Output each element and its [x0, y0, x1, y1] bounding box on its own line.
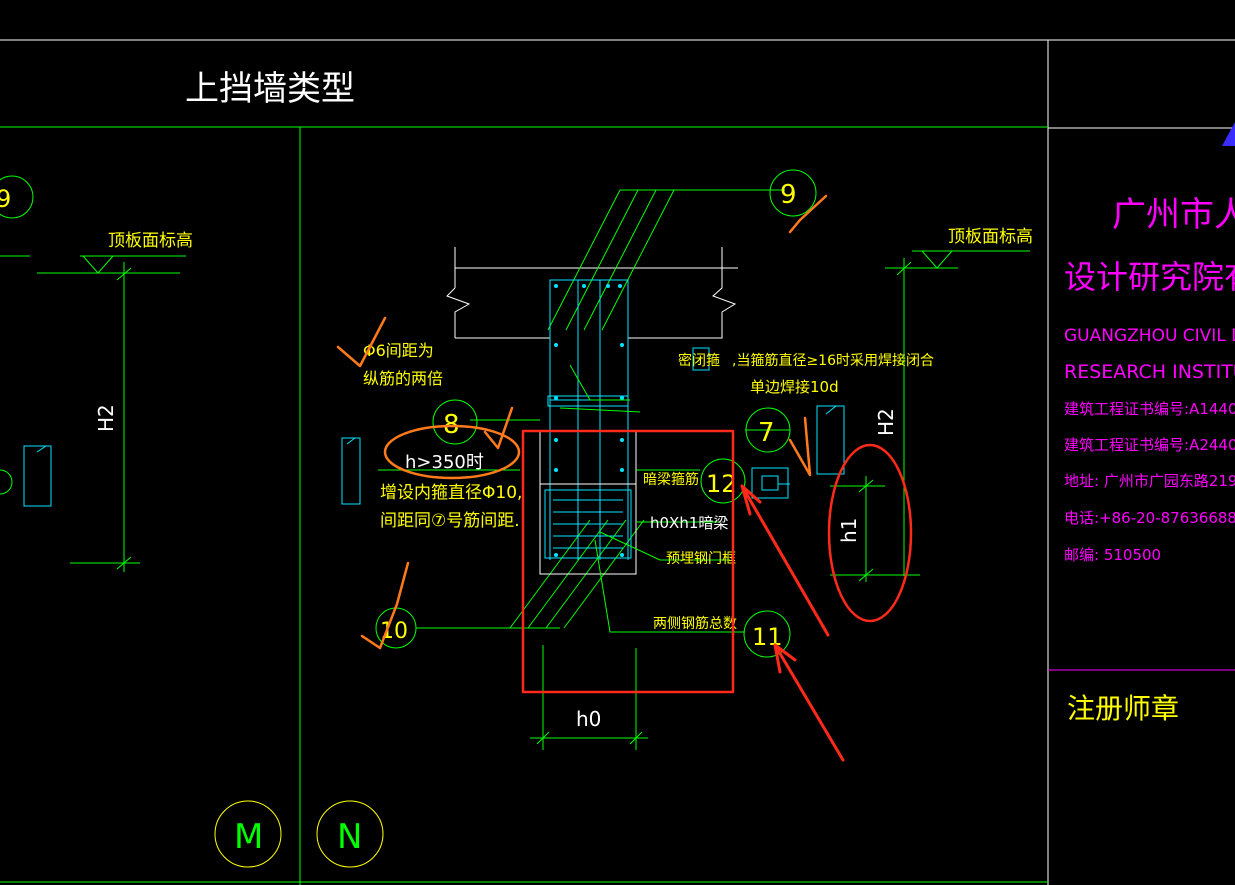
note-embedded-frame: 预埋钢门框	[666, 551, 736, 567]
note-closed-stirrup: 密闭箍	[678, 352, 720, 369]
postcode: 邮编: 510500	[1064, 546, 1161, 564]
stamp-label: 注册师章	[1067, 692, 1179, 725]
callout-9-left-label: 9	[0, 185, 11, 213]
note-h350: h>350时	[405, 452, 484, 473]
page-title: 上挡墙类型	[185, 69, 355, 109]
note-phi6-spacing-2: 纵筋的两倍	[363, 369, 443, 388]
note-hidden-beam: h0Xh1暗梁	[650, 514, 728, 532]
wall-section-detail	[341, 189, 845, 633]
company-name-2: 设计研究院有限	[1064, 258, 1235, 296]
company-name: 广州市人防	[1112, 195, 1235, 235]
callout-N: N	[337, 817, 362, 857]
note-hidden-beam-stirrup: 暗梁箍筋	[643, 471, 699, 488]
note-phi6-spacing: Φ6间距为	[363, 341, 434, 360]
callout-12: 12	[706, 470, 737, 498]
company-en-1: GUANGZHOU CIVIL DEF	[1064, 326, 1235, 346]
h1-label: h1	[837, 518, 861, 543]
note-rebar-total: 两侧钢筋总数	[653, 615, 737, 632]
markup-ellipse-h1	[827, 443, 913, 623]
cert-2: 建筑工程证书编号:A24400	[1064, 436, 1235, 454]
callout-M: M	[234, 817, 263, 857]
h0-label: h0	[576, 707, 601, 731]
top-slab-label-left: 顶板面标高	[108, 231, 193, 251]
review-markup	[336, 194, 913, 762]
callout-7: 7	[758, 418, 775, 448]
title-block: 广州市人防 设计研究院有限 GUANGZHOU CIVIL DEF RESEAR…	[1064, 122, 1235, 725]
markup-highlight-box	[521, 429, 735, 694]
callout-9-left	[0, 175, 34, 219]
left-partial-detail: 9 顶板面标高 H2	[0, 175, 193, 572]
company-logo-triangle	[1222, 122, 1235, 146]
drawing-frame	[0, 39, 1235, 885]
callout-9: 9	[780, 180, 797, 210]
company-en-2: RESEARCH INSTITU	[1064, 361, 1235, 383]
note-add-stirrup-2: 间距同⑦号筋间距.	[380, 511, 520, 531]
address: 地址: 广州市广园东路2193号	[1064, 472, 1235, 490]
markup-arrow-11	[773, 643, 845, 762]
top-slab-label-right: 顶板面标高	[948, 227, 1033, 247]
callout-10: 10	[380, 619, 408, 644]
note-add-stirrup: 增设内箍直径Φ10,	[380, 483, 522, 503]
note-weld: ,当箍筋直径≥16时采用焊接闭合	[732, 352, 934, 369]
cert-1: 建筑工程证书编号:A14400	[1064, 400, 1235, 418]
markup-arrow-12	[740, 484, 830, 637]
dimension-h0	[530, 645, 648, 750]
markup-ellipse-h350	[383, 424, 521, 480]
note-weld-2: 单边焊接10d	[750, 378, 839, 396]
phone: 电话:+86-20-87636688	[1064, 509, 1235, 527]
h2-label-right: H2	[874, 408, 898, 436]
h2-label-left: H2	[94, 404, 118, 432]
